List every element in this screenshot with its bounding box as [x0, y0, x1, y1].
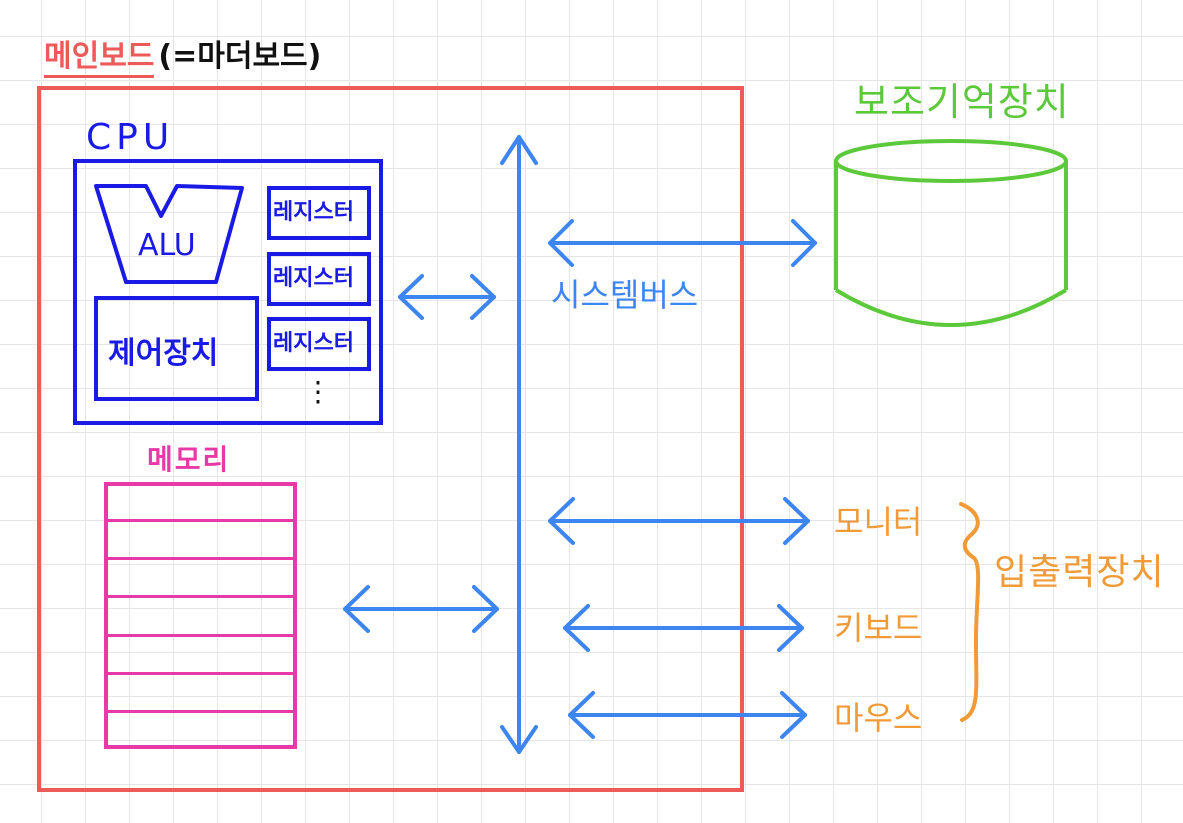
monitor-bus-arrow [548, 497, 810, 545]
memory-bus-arrow [343, 585, 499, 633]
storage-label: 보조기억장치 [854, 80, 1070, 124]
register-box [267, 317, 371, 371]
io-device-monitor: 모니터 [834, 503, 923, 541]
memory-row-divider [104, 595, 297, 598]
memory-row-divider [104, 634, 297, 637]
memory-box [104, 482, 297, 749]
cpu-box [73, 159, 383, 425]
register-box [267, 186, 371, 240]
system-bus-line [500, 135, 538, 754]
keyboard-bus-arrow [563, 604, 804, 652]
io-device-keyboard: 키보드 [834, 609, 923, 647]
memory-row-divider [104, 710, 297, 713]
register-label: 레지스터 [273, 200, 354, 225]
register-more-dots: ⋮ [304, 375, 332, 408]
storage-bus-arrow [548, 219, 817, 267]
memory-label: 메모리 [147, 443, 231, 476]
control-unit-box [94, 296, 259, 401]
alu-label: ALU [138, 228, 196, 263]
mainboard-frame [37, 86, 744, 792]
cpu-label: CPU [86, 117, 175, 158]
mainboard-title-suffix: (=마더보드) [158, 39, 322, 74]
io-group-label: 입출력장치 [994, 552, 1165, 593]
register-label: 레지스터 [273, 331, 354, 356]
io-device-mouse: 마우스 [834, 699, 923, 737]
system-bus-label: 시스템버스 [551, 276, 699, 314]
memory-row-divider [104, 519, 297, 522]
control-unit-label: 제어장치 [108, 336, 219, 371]
register-box [267, 252, 371, 306]
mainboard-title: 메인보드(=마더보드) [44, 39, 322, 78]
mouse-bus-arrow [568, 691, 807, 739]
mainboard-title-main: 메인보드 [44, 39, 155, 78]
memory-row-divider [104, 672, 297, 675]
register-label: 레지스터 [273, 266, 354, 291]
cpu-bus-arrow [398, 274, 496, 320]
memory-row-divider [104, 557, 297, 560]
